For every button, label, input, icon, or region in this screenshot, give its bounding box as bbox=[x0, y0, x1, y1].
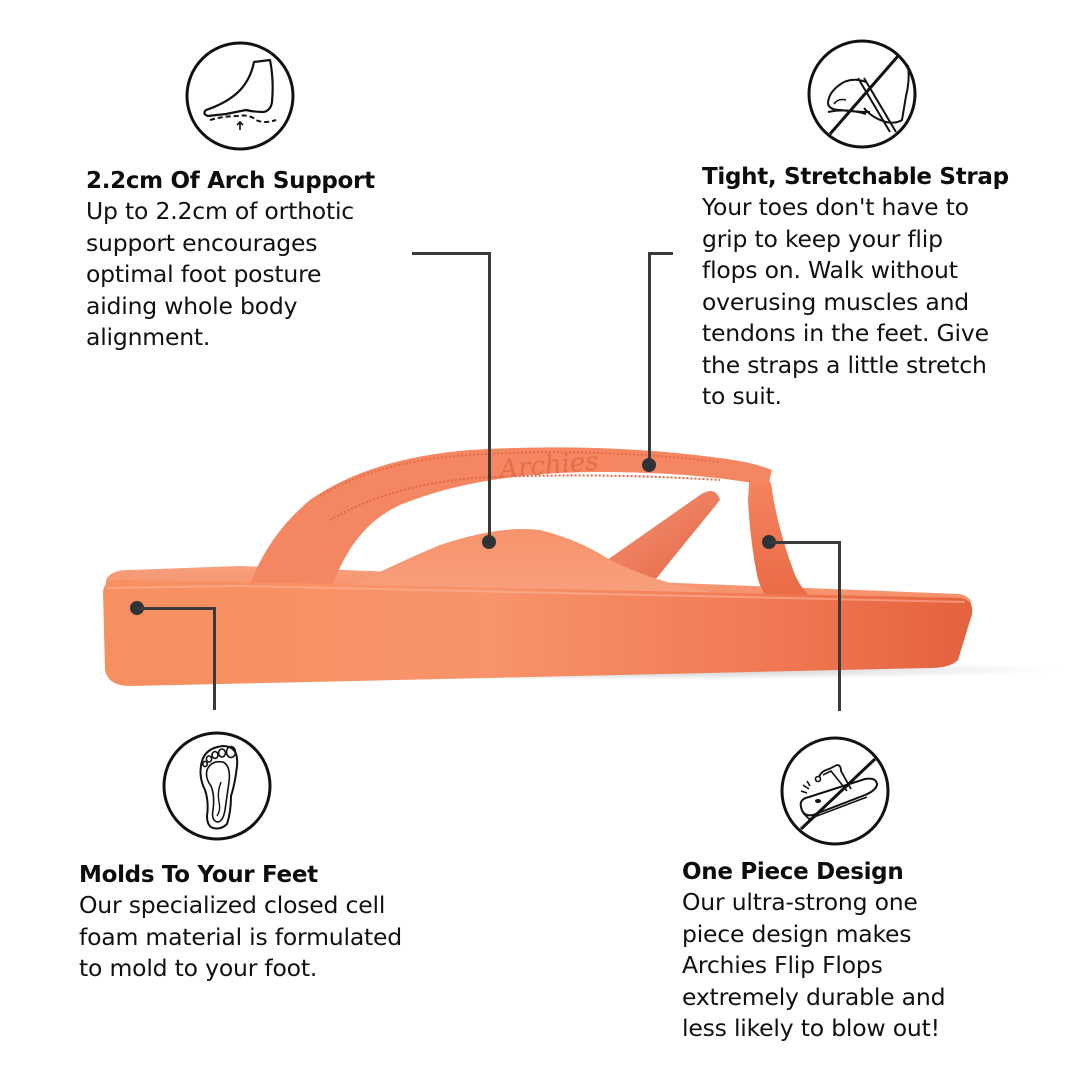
feature-line: tendons in the feet. Give bbox=[702, 319, 989, 347]
feature-line: Our specialized closed cell bbox=[79, 891, 386, 919]
feature-line: Archies Flip Flops bbox=[682, 951, 883, 979]
feature-title: 2.2cm Of Arch Support bbox=[86, 168, 375, 194]
molds-leader-v bbox=[213, 607, 216, 710]
feature-line: alignment. bbox=[86, 323, 211, 351]
strap-dot bbox=[642, 458, 656, 472]
feature-molds-to-feet: Molds To Your Feet Our specialized close… bbox=[79, 860, 479, 985]
feature-line: overusing muscles and bbox=[702, 287, 970, 316]
feature-line: Our ultra-strong one bbox=[682, 888, 918, 916]
arch-support-leader-h bbox=[412, 252, 491, 255]
feature-line: to mold to your foot. bbox=[79, 954, 318, 982]
feature-line: Your toes don't have to bbox=[702, 193, 969, 221]
strap-leader-v bbox=[648, 252, 651, 464]
molds-leader-h bbox=[137, 607, 215, 610]
feature-line: foam material is formulated bbox=[79, 922, 403, 951]
feature-line: less likely to blow out! bbox=[682, 1014, 940, 1042]
feature-stretchable-strap: Tight, Stretchable Strap Your toes don't… bbox=[702, 162, 1042, 413]
one-piece-leader-h bbox=[769, 541, 841, 544]
strap-leader-h bbox=[648, 252, 673, 255]
feature-one-piece: One Piece Design Our ultra-strong one pi… bbox=[682, 857, 1022, 1045]
no-blowout-icon bbox=[779, 735, 891, 847]
footprint-insole-icon bbox=[161, 730, 273, 842]
feature-title: Molds To Your Feet bbox=[79, 862, 318, 888]
arch-support-dot bbox=[482, 535, 496, 549]
feature-line: flops on. Walk without bbox=[702, 256, 958, 284]
arch-support-leader-v bbox=[488, 252, 491, 542]
feature-line: piece design makes bbox=[682, 919, 912, 948]
feature-line: aiding whole body bbox=[86, 291, 298, 320]
feature-line: to suit. bbox=[702, 382, 782, 410]
feature-line: grip to keep your flip bbox=[702, 224, 943, 253]
feature-line: optimal foot posture bbox=[86, 260, 322, 288]
feature-title: One Piece Design bbox=[682, 859, 904, 885]
feature-title: Tight, Stretchable Strap bbox=[702, 164, 1009, 190]
feature-line: the straps a little stretch bbox=[702, 350, 987, 379]
feature-line: extremely durable and bbox=[682, 982, 946, 1011]
no-toe-grip-icon bbox=[806, 38, 918, 150]
foot-arch-icon bbox=[184, 40, 296, 152]
feature-arch-support: 2.2cm Of Arch Support Up to 2.2cm of ort… bbox=[86, 166, 416, 354]
feature-line: Up to 2.2cm of orthotic bbox=[86, 197, 355, 225]
feature-line: support encourages bbox=[86, 228, 318, 257]
one-piece-leader-v bbox=[838, 541, 841, 711]
